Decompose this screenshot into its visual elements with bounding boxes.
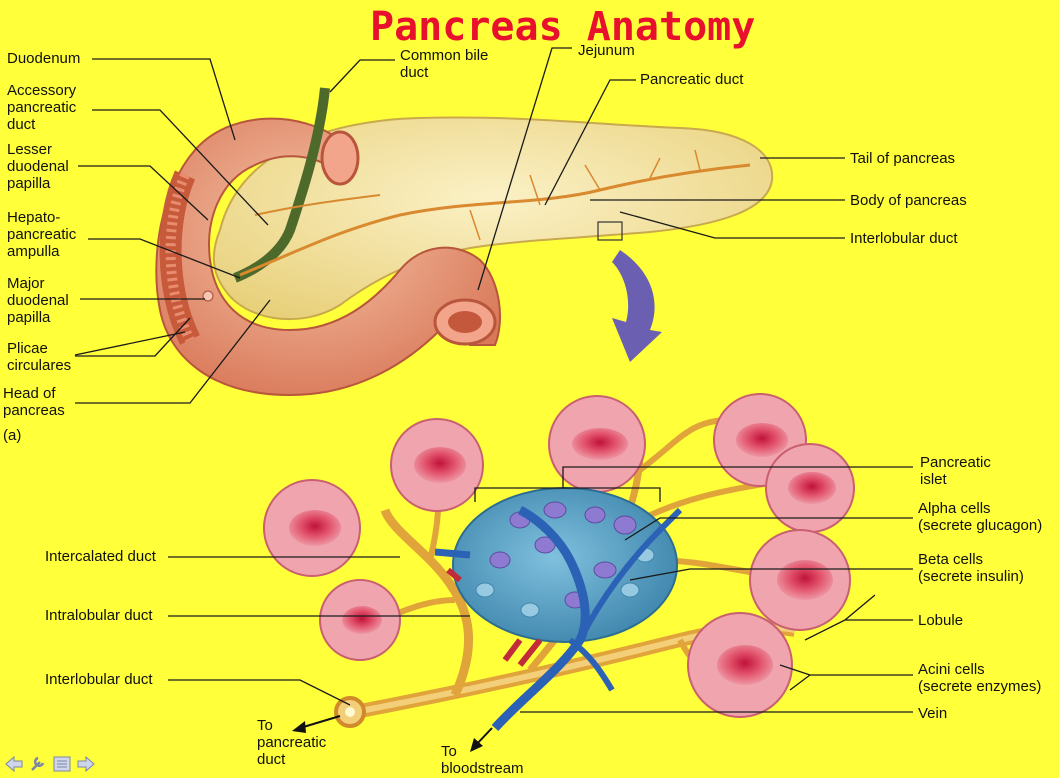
forward-arrow-icon[interactable] [76, 755, 96, 773]
label-jejunum: Jejunum [578, 42, 635, 59]
slide-nav [4, 755, 96, 773]
label-pancreatic-duct: Pancreatic duct [640, 71, 744, 88]
pancreas-gross-anatomy [155, 87, 774, 397]
acinus [548, 395, 646, 493]
label-duodenum: Duodenum [7, 50, 80, 67]
alpha-cells [489, 501, 637, 609]
label-beta-cells: Beta cells(secrete insulin) [918, 551, 1024, 585]
label-intercalated-duct: Intercalated duct [45, 548, 157, 565]
label-interlobular-duct-b: Interlobular duct [45, 671, 153, 688]
page-title: Pancreas Anatomy [370, 4, 755, 50]
label-lobule: Lobule [918, 612, 963, 629]
major-papilla [202, 290, 214, 302]
label-acini-cells: Acini cells(secrete enzymes) [918, 661, 1041, 695]
acinus [319, 579, 401, 661]
part-b-leader-lines [168, 466, 913, 713]
label-body: Body of pancreas [850, 192, 967, 209]
acinus [749, 529, 851, 631]
acinus [687, 612, 793, 718]
zoom-region-box [597, 221, 623, 241]
pancreas-microscopic [263, 393, 855, 752]
back-arrow-icon[interactable] [4, 755, 24, 773]
vein [491, 505, 590, 731]
duodenum-cut-end [320, 130, 360, 186]
acinus [263, 479, 361, 577]
acinus [390, 418, 484, 512]
label-tail: Tail of pancreas [850, 150, 955, 167]
tools-icon[interactable] [28, 755, 48, 773]
part-a-leader-lines [74, 47, 845, 404]
label-interlobular-duct-a: Interlobular duct [850, 230, 958, 247]
intralobular-duct-b [380, 508, 474, 697]
label-vein: Vein [918, 705, 947, 722]
part-b-labels: Intercalated duct Intralobular duct Inte… [45, 454, 1042, 777]
pancreatic-duct [239, 163, 751, 277]
menu-icon[interactable] [52, 755, 72, 773]
label-alpha-cells: Alpha cells(secrete glucagon) [918, 500, 1042, 534]
acinus [765, 443, 855, 533]
label-intralobular-duct: Intralobular duct [45, 607, 153, 624]
arrow-to-pancreatic-duct [299, 715, 341, 729]
panel-label: (a) [3, 427, 21, 444]
zoom-arrow [612, 250, 662, 362]
